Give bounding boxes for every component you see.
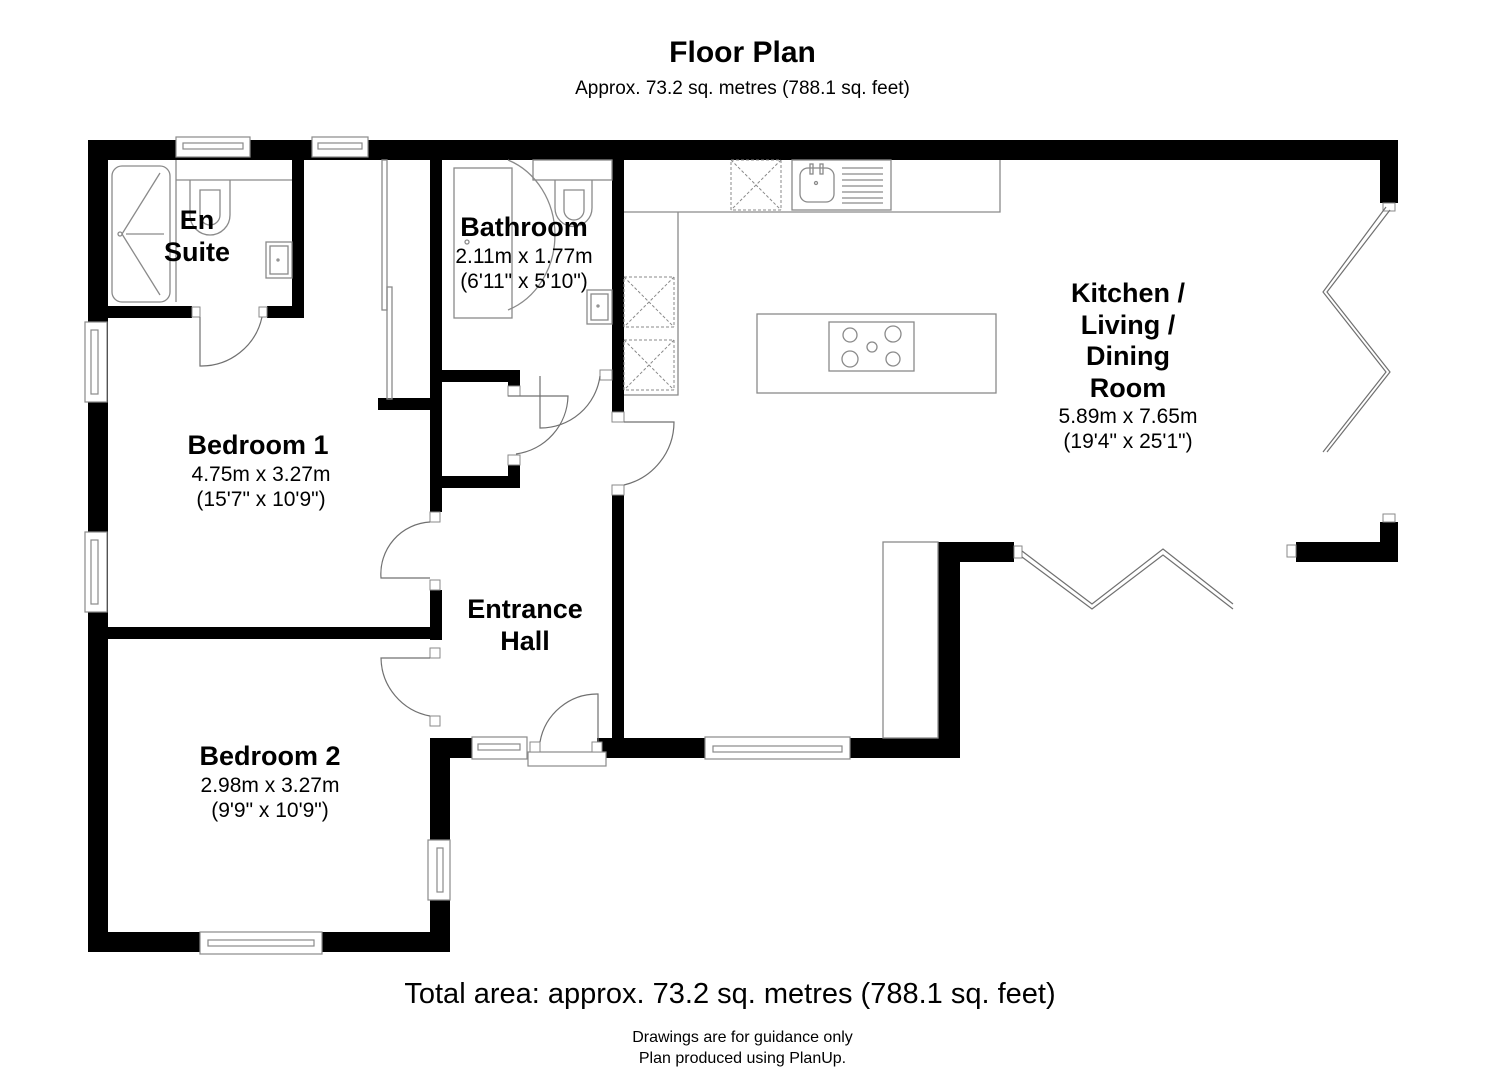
room-dimensions-metric: 5.89m x 7.65m <box>1059 405 1198 428</box>
door-icon <box>507 454 521 466</box>
bath-icon <box>453 159 556 319</box>
disclaimer: Drawings are for guidance only Plan prod… <box>0 1027 1485 1069</box>
room-dimensions-metric: 2.98m x 3.27m <box>201 774 340 797</box>
window-icon <box>175 136 251 158</box>
room-dimensions-metric: 4.75m x 3.27m <box>192 463 331 486</box>
room-name: Kitchen / <box>1071 278 1186 308</box>
total-area: Total area: approx. 73.2 sq. metres (788… <box>404 978 1056 1010</box>
room-name: Room <box>1090 373 1167 403</box>
room-en-suite: En Suite <box>164 205 230 267</box>
room-dimensions-imperial: (19'4" x 25'1") <box>1063 430 1192 453</box>
room-name: Bedroom 1 <box>187 430 328 460</box>
appliance-icon <box>623 276 675 328</box>
room-entrance-hall: Entrance Hall <box>467 594 583 656</box>
room-name: En <box>180 205 215 235</box>
worktop-icon <box>624 160 1001 396</box>
window-icon <box>704 736 851 760</box>
bifold-door-icon <box>1013 545 1234 610</box>
shower-icon <box>111 165 171 303</box>
room-dimensions-imperial: (9'9" x 10'9") <box>211 799 328 822</box>
basin-icon <box>586 289 613 325</box>
door-icon <box>380 647 441 727</box>
room-bedroom-2: Bedroom 2 2.98m x 3.27m (9'9" x 10'9") <box>199 741 340 822</box>
window-icon <box>199 931 323 955</box>
window-icon <box>311 136 369 158</box>
room-name: Bedroom 2 <box>199 741 340 771</box>
disclaimer-line: Drawings are for guidance only <box>632 1029 853 1046</box>
hob-icon <box>828 321 915 372</box>
bifold-door-icon <box>1286 202 1396 558</box>
door-icon <box>380 511 441 591</box>
window-icon <box>427 839 451 901</box>
page-subtitle: Approx. 73.2 sq. metres (788.1 sq. feet) <box>575 78 910 99</box>
room-name: Living / <box>1081 310 1176 340</box>
windows <box>84 136 851 955</box>
room-name: Entrance <box>467 594 583 624</box>
sink-icon <box>791 159 892 211</box>
window-icon <box>471 736 528 760</box>
cabinet-icon <box>882 541 939 739</box>
window-icon <box>84 531 108 613</box>
window-icon <box>84 321 108 403</box>
door-icon <box>507 369 613 455</box>
fixtures <box>111 159 1001 739</box>
room-dimensions-imperial: (15'7" x 10'9") <box>196 488 325 511</box>
room-name: Suite <box>164 237 230 267</box>
doors <box>191 159 1396 753</box>
toilet-icon <box>532 159 613 228</box>
room-dimensions-metric: 2.11m x 1.77m <box>455 245 592 268</box>
disclaimer-line: Plan produced using PlanUp. <box>638 1050 847 1067</box>
room-bedroom-1: Bedroom 1 4.75m x 3.27m (15'7" x 10'9") <box>187 430 330 511</box>
basin-icon <box>265 241 293 279</box>
room-name: Bathroom <box>460 212 588 242</box>
room-name: Hall <box>500 626 550 656</box>
appliance-icon <box>730 159 782 211</box>
room-dimensions-imperial: (6'11" x 5'10") <box>460 270 588 293</box>
room-kitchen-living-dining: Kitchen / Living / Dining Room 5.89m x 7… <box>1059 278 1198 453</box>
walls <box>88 140 1398 952</box>
room-bathroom: Bathroom 2.11m x 1.77m (6'11" x 5'10") <box>455 212 592 293</box>
island-icon <box>756 313 997 394</box>
page-title: Floor Plan <box>669 36 816 69</box>
appliance-icon <box>623 339 675 391</box>
wardrobe-icon <box>381 159 393 400</box>
door-icon <box>191 306 268 367</box>
toilet-icon <box>175 160 292 302</box>
door-icon <box>529 693 603 753</box>
door-icon <box>611 411 675 496</box>
room-name: Dining <box>1086 341 1170 371</box>
